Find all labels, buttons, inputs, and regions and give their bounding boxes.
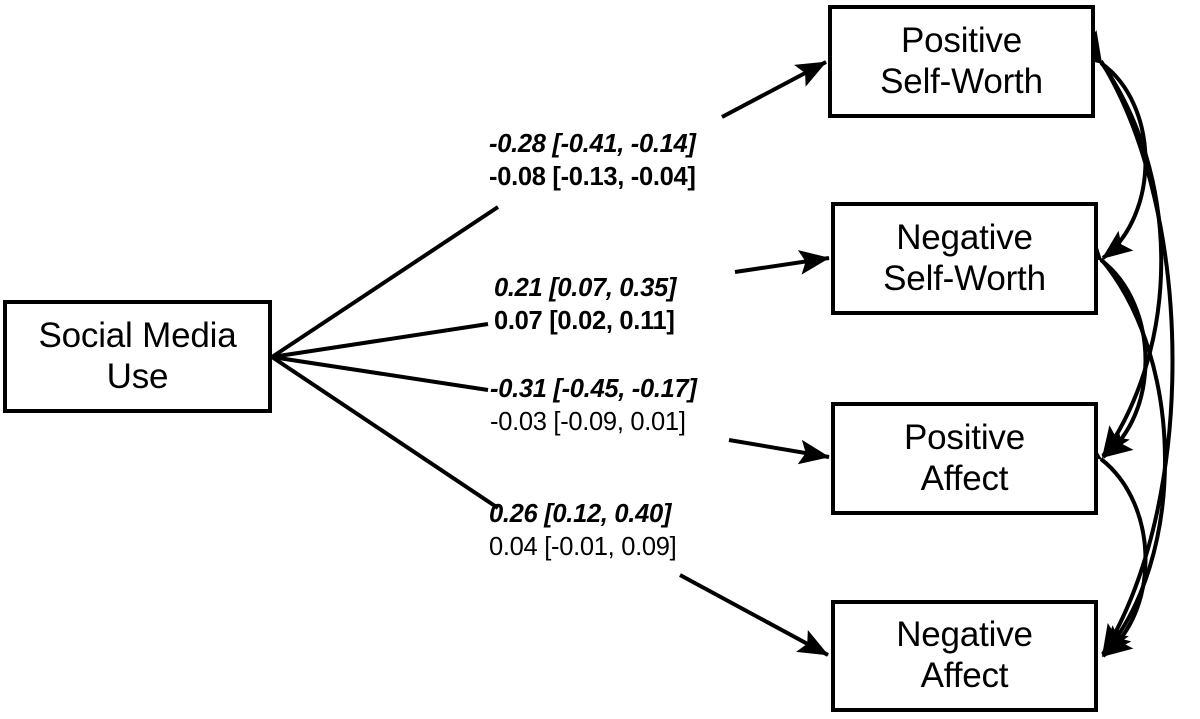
coefficient-between-positive-self-worth: -0.28 [-0.41, -0.14] xyxy=(489,130,696,158)
path-line-negative-affect-right xyxy=(679,573,829,657)
node-positive-affect-label: Positive Affect xyxy=(904,417,1025,498)
coefficient-label-negative-self-worth: 0.21 [0.07, 0.35] 0.07 [0.02, 0.11] xyxy=(494,272,676,337)
correlation-curve-psw-nsw xyxy=(1070,36,1148,260)
node-negative-affect[interactable]: Negative Affect xyxy=(831,600,1098,712)
node-positive-affect[interactable]: Positive Affect xyxy=(831,402,1098,515)
node-negative-self-worth-label: Negative Self-Worth xyxy=(883,217,1046,298)
path-line-positive-self-worth-right xyxy=(721,60,827,119)
path-line-positive-affect-right xyxy=(728,438,830,465)
coefficient-label-positive-affect: -0.31 [-0.45, -0.17] -0.03 [-0.09, 0.01] xyxy=(490,373,697,438)
coefficient-label-positive-self-worth: -0.28 [-0.41, -0.14] -0.08 [-0.13, -0.04… xyxy=(489,128,696,193)
node-negative-self-worth[interactable]: Negative Self-Worth xyxy=(831,202,1098,315)
node-positive-self-worth-label: Positive Self-Worth xyxy=(880,20,1043,101)
node-negative-affect-label: Negative Affect xyxy=(896,615,1033,695)
path-line-negative-self-worth-right xyxy=(734,250,830,275)
coefficient-between-positive-affect: -0.31 [-0.45, -0.17] xyxy=(490,375,697,403)
path-line-negative-self-worth-left xyxy=(271,322,489,359)
node-positive-self-worth[interactable]: Positive Self-Worth xyxy=(828,5,1095,118)
path-line-negative-affect-left xyxy=(270,355,500,510)
node-social-media-use-label: Social Media Use xyxy=(38,315,237,396)
path-line-positive-self-worth-left xyxy=(270,205,500,359)
coefficient-within-negative-affect: 0.04 [-0.01, 0.09] xyxy=(489,532,677,561)
correlation-curve-psw-na xyxy=(1075,29,1175,656)
coefficient-within-positive-self-worth: -0.08 [-0.13, -0.04] xyxy=(489,162,696,191)
coefficient-within-negative-self-worth: 0.07 [0.02, 0.11] xyxy=(494,306,675,335)
node-social-media-use[interactable]: Social Media Use xyxy=(3,300,272,413)
path-line-positive-affect-left xyxy=(271,355,489,392)
coefficient-between-negative-affect: 0.26 [0.12, 0.40] xyxy=(489,500,672,528)
coefficient-within-positive-affect: -0.03 [-0.09, 0.01] xyxy=(490,407,686,436)
coefficient-label-negative-affect: 0.26 [0.12, 0.40] 0.04 [-0.01, 0.09] xyxy=(489,498,677,563)
coefficient-between-negative-self-worth: 0.21 [0.07, 0.35] xyxy=(494,274,677,302)
